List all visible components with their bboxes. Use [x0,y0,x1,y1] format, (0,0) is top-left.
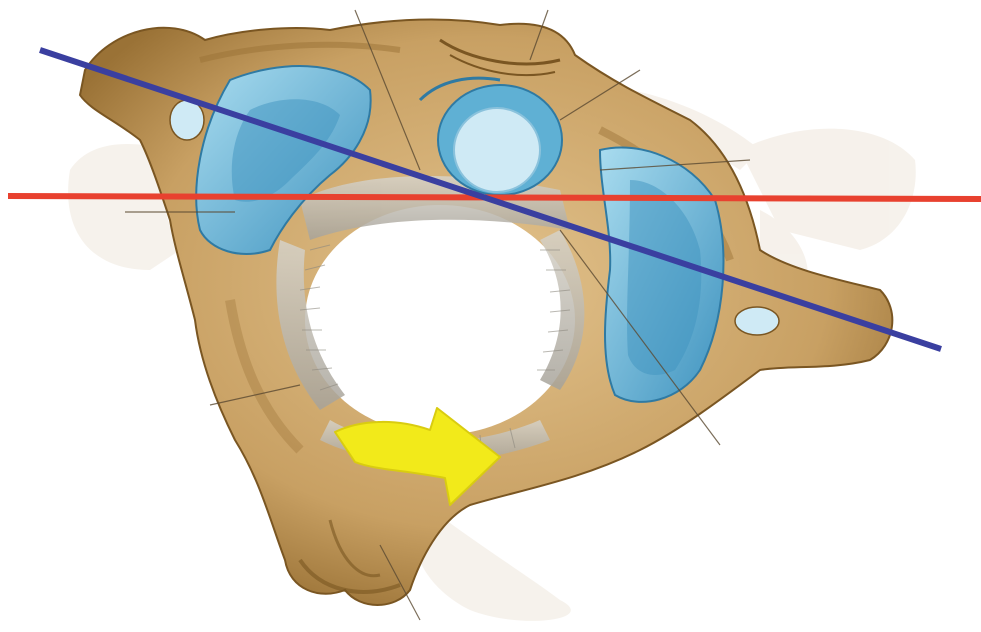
left-transverse-foramen [170,100,204,140]
right-transverse-foramen [735,307,779,335]
vertebral-foramen [305,205,575,435]
